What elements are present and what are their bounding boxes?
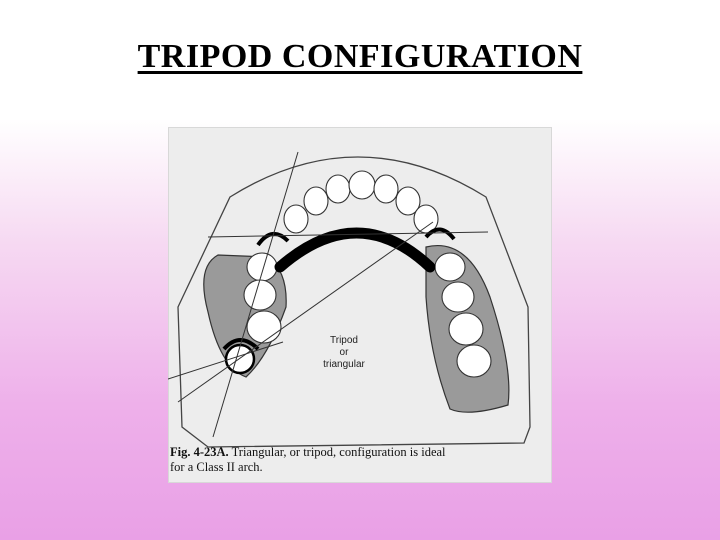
caption-text-line1: Triangular, or tripod, configuration is …: [231, 445, 446, 459]
figure-caption: Fig. 4-23A. Triangular, or tripod, confi…: [168, 445, 554, 475]
slide-title: TRIPOD CONFIGURATION: [137, 38, 583, 75]
tripod-lines: [168, 151, 489, 438]
dental-arch-diagram: [168, 151, 531, 448]
anterior-teeth: [283, 170, 439, 234]
major-connector: [274, 227, 436, 273]
tripod-label: Tripod or triangular: [323, 335, 365, 370]
figure-image: Tripod or triangular Fig. 4-23A. Triangu…: [168, 127, 552, 483]
clasps: [222, 227, 456, 351]
cast-outline: [177, 156, 531, 448]
caption-text-line2: for a Class II arch.: [170, 460, 263, 474]
caption-fig-number: Fig. 4-23A.: [170, 445, 229, 459]
